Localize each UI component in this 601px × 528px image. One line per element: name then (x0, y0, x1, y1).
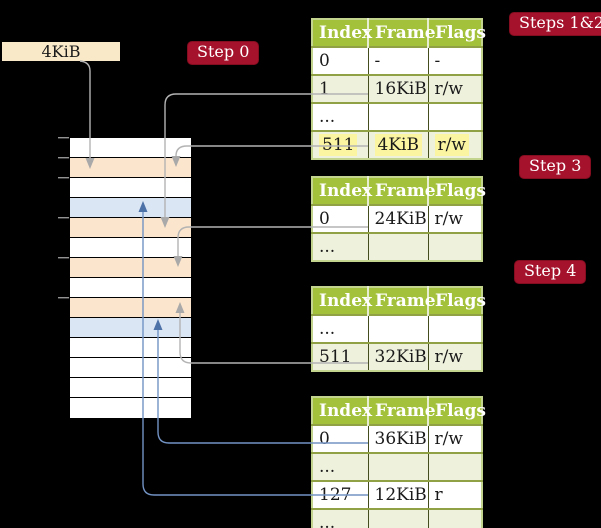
col-header-flags: Flags (427, 287, 486, 315)
memory-row-13-plain (70, 378, 191, 398)
cell-flags: r/w (427, 342, 482, 371)
table-header-row: Index Frame Flags (312, 397, 486, 425)
highlight: 511 (319, 134, 358, 156)
memory-row-6-plain (70, 238, 191, 258)
highlight: 4KiB (374, 134, 422, 156)
cell-index: 0 (312, 204, 368, 233)
memory-row-7-peach (70, 258, 191, 278)
cell-index: ... (312, 452, 368, 481)
memory-row-12-plain (70, 358, 191, 378)
cell-index: 511 (312, 342, 368, 371)
col-header-index: Index (312, 19, 372, 47)
cell-flags (427, 452, 482, 481)
cell-index: ... (312, 314, 368, 343)
cell-index: 0 (312, 424, 368, 453)
cell-flags: r/w (427, 74, 482, 103)
table-header-row: Index Frame Flags (312, 177, 486, 205)
cell-frame: 24KiB (367, 204, 428, 233)
page-table-final: Index Frame Flags 0 36KiB r/w ... 127 12… (311, 396, 486, 528)
table-header-row: Index Frame Flags (312, 19, 486, 47)
cell-flags: r/w (427, 130, 482, 159)
table-row: ... (312, 232, 482, 261)
col-header-flags: Flags (427, 397, 486, 425)
cell-frame: 32KiB (367, 342, 428, 371)
col-header-frame: Frame (367, 177, 436, 205)
cell-flags (427, 232, 482, 261)
cell-flags (427, 314, 482, 343)
memory-row-9-peach (70, 298, 191, 318)
table-row: ... (312, 102, 482, 131)
cell-flags (427, 102, 482, 131)
page-table-steps-1-2: Index Frame Flags 0 - - 1 16KiB r/w ... … (311, 18, 486, 160)
col-header-flags: Flags (427, 19, 486, 47)
memory-row-8-plain (70, 278, 191, 298)
memory-row-11-plain (70, 338, 191, 358)
cell-frame (367, 508, 428, 528)
page-table-step-3: Index Frame Flags 0 24KiB r/w ... (311, 176, 486, 262)
cell-flags: r/w (427, 424, 482, 453)
cell-index: ... (312, 102, 368, 131)
cell-frame (367, 314, 428, 343)
table-row-highlighted: 511 4KiB r/w (312, 130, 482, 159)
badge-steps-1-2: Steps 1&2 (509, 12, 601, 36)
cell-index: 0 (312, 46, 368, 75)
table-row: ... (312, 314, 482, 343)
col-header-index: Index (312, 397, 372, 425)
cell-frame (367, 232, 428, 261)
cell-frame: 36KiB (367, 424, 428, 453)
cell-flags: r/w (427, 204, 482, 233)
badge-step-3: Step 3 (519, 155, 592, 179)
table-row: 0 36KiB r/w (312, 424, 482, 453)
col-header-frame: Frame (367, 287, 436, 315)
table-header-row: Index Frame Flags (312, 287, 486, 315)
table-row: ... (312, 508, 482, 528)
page-table-step-4: Index Frame Flags ... 511 32KiB r/w (311, 286, 486, 372)
table-row: 0 - - (312, 46, 482, 75)
origin-box-label: 4KiB (41, 42, 81, 61)
origin-box: 4KiB (2, 42, 120, 61)
col-header-index: Index (312, 177, 372, 205)
col-header-flags: Flags (427, 177, 486, 205)
badge-step-0: Step 0 (187, 41, 260, 65)
highlight: r/w (434, 134, 469, 156)
cell-frame: 12KiB (367, 480, 428, 509)
table-row: 0 24KiB r/w (312, 204, 482, 233)
col-header-index: Index (312, 287, 372, 315)
cell-index: ... (312, 508, 368, 528)
memory-row-10-blue (70, 318, 191, 338)
memory-row-4-blue (70, 198, 191, 218)
col-header-frame: Frame (367, 19, 436, 47)
memory-row-5-peach (70, 218, 191, 238)
cell-frame (367, 452, 428, 481)
memory-row-14-plain (70, 398, 191, 418)
cell-frame (367, 102, 428, 131)
table-row: ... (312, 452, 482, 481)
badge-step-4: Step 4 (514, 260, 587, 284)
table-row: 127 12KiB r (312, 480, 482, 509)
memory-column (69, 137, 192, 419)
cell-flags (427, 508, 482, 528)
memory-row-3-plain (70, 178, 191, 198)
memory-row-1-plain (70, 138, 191, 158)
table-row: 511 32KiB r/w (312, 342, 482, 371)
cell-index: 127 (312, 480, 368, 509)
cell-flags: r (427, 480, 482, 509)
cell-frame: 16KiB (367, 74, 428, 103)
col-header-frame: Frame (367, 397, 436, 425)
cell-flags: - (427, 46, 482, 75)
memory-ticks (58, 136, 69, 299)
cell-index: ... (312, 232, 368, 261)
table-row: 1 16KiB r/w (312, 74, 482, 103)
cell-frame: 4KiB (367, 130, 428, 159)
memory-row-2-peach (70, 158, 191, 178)
cell-frame: - (367, 46, 428, 75)
cell-index: 1 (312, 74, 368, 103)
cell-index: 511 (312, 130, 368, 159)
